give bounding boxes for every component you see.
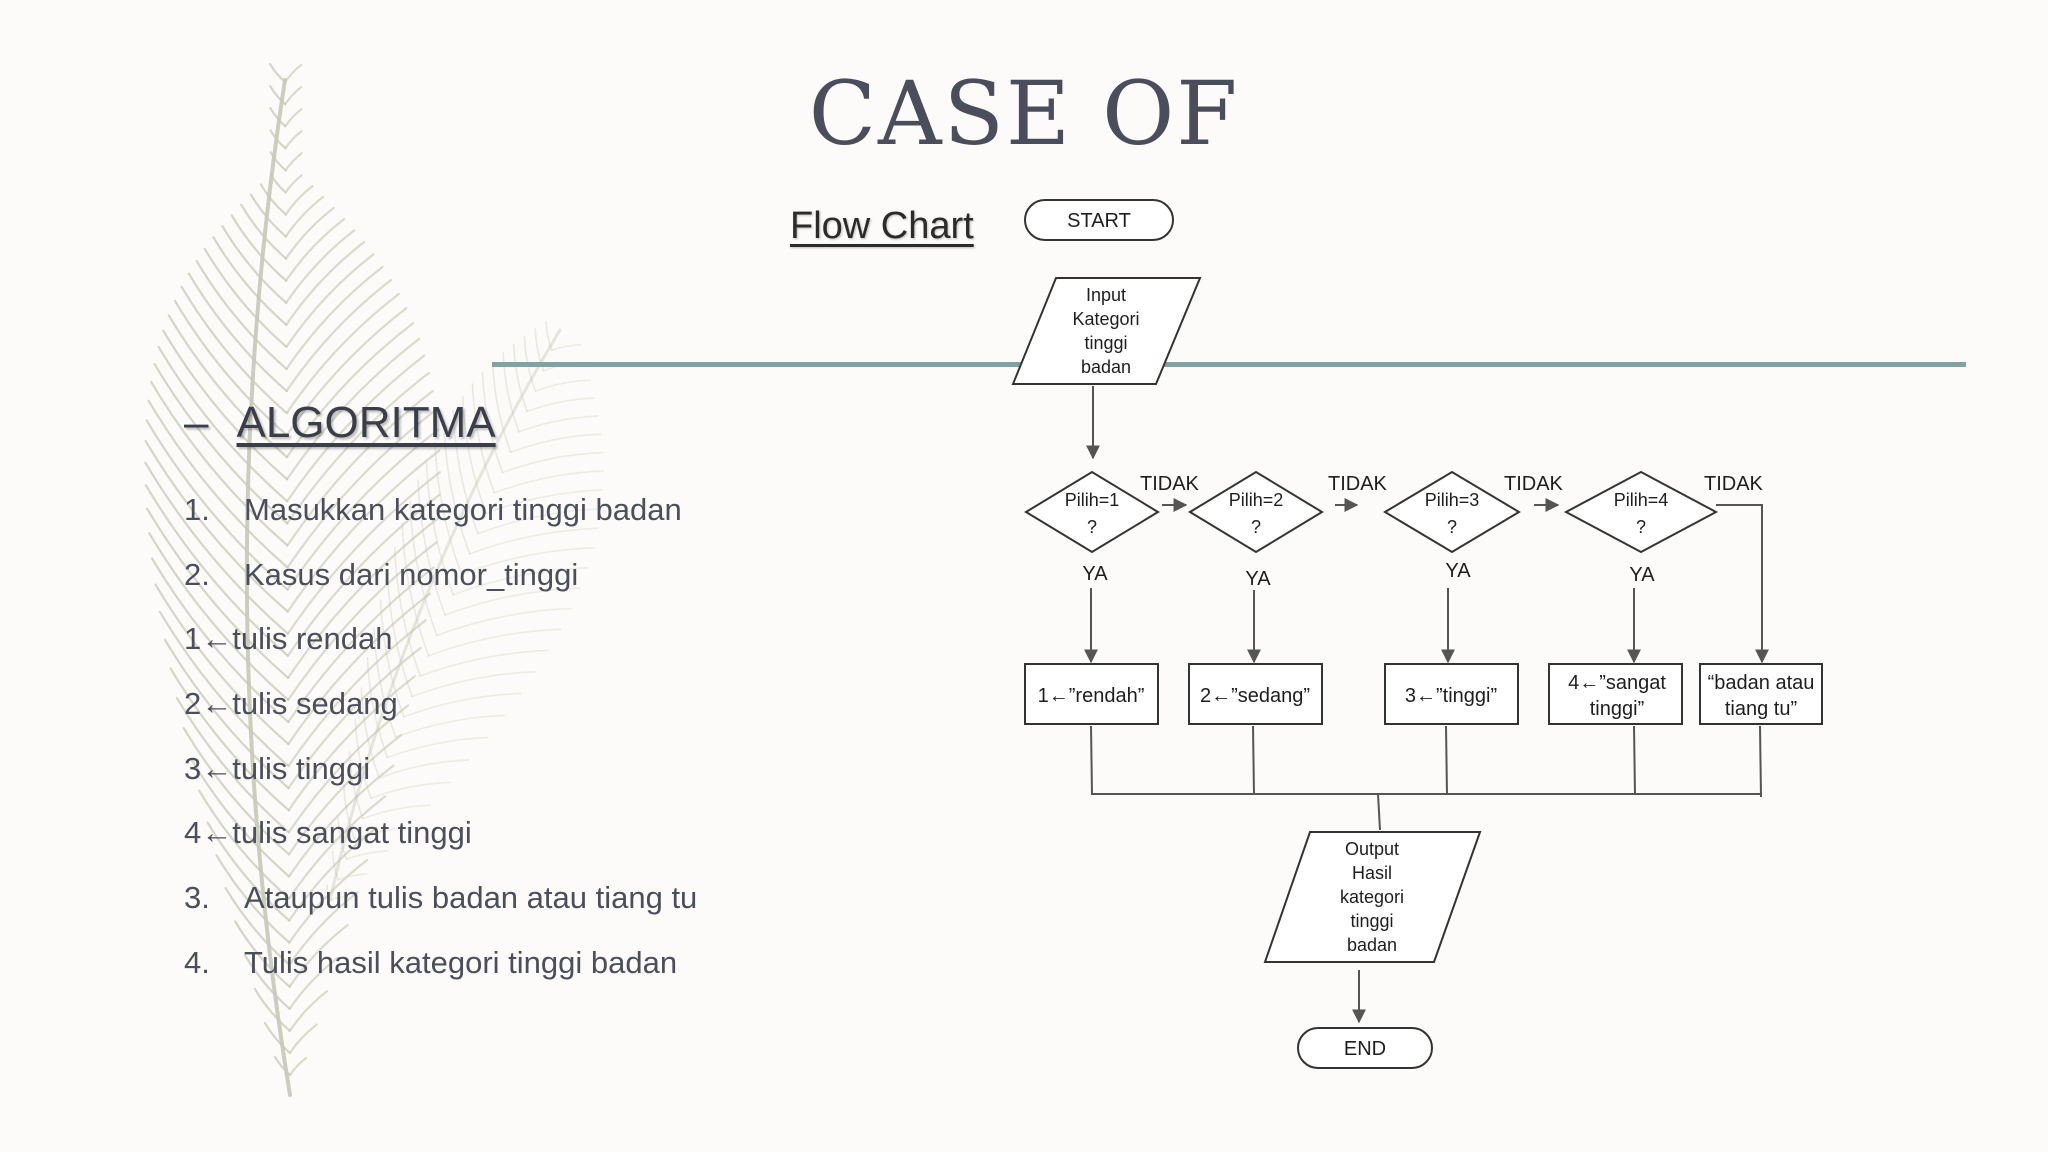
- result-box-3: [1384, 663, 1519, 725]
- algorithm-list: 1. Masukkan kategori tinggi badan 2. Kasus…: [184, 478, 697, 996]
- result-4-line-2: tinggi”: [1590, 698, 1644, 720]
- result-1-text: 1←”rendah”: [1038, 685, 1145, 707]
- heading-text: ALGORITMA: [236, 398, 496, 447]
- flowchart-subtitle: Flow Chart: [790, 205, 974, 247]
- step-text: Masukkan kategori tinggi badan: [244, 492, 682, 527]
- heading-dash: –: [184, 398, 209, 447]
- no-label-3: TIDAK: [1504, 473, 1564, 495]
- decision-3-line-2: ?: [1447, 517, 1457, 537]
- no-label-4: TIDAK: [1704, 473, 1764, 495]
- result-box-2: [1188, 663, 1323, 725]
- output-line-1: Output: [1345, 839, 1399, 859]
- result-else-line-1: “badan atau: [1708, 672, 1815, 694]
- step-text: 2←tulis sedang: [184, 686, 398, 722]
- decision-1-line-1: Pilih=1: [1065, 490, 1120, 510]
- end-terminal: [1297, 1027, 1433, 1069]
- result-box-4: [1548, 663, 1683, 725]
- input-parallelogram: [1011, 277, 1202, 385]
- step-number: 1.: [184, 492, 210, 527]
- decision-2: [1188, 470, 1324, 554]
- step-text: 1←tulis rendah: [184, 621, 393, 657]
- result-box-1: [1024, 663, 1159, 725]
- no-label-1: TIDAK: [1140, 473, 1200, 495]
- result-3-text: 3←”tinggi”: [1405, 685, 1497, 707]
- case-3: 3←tulis tinggi: [184, 737, 697, 802]
- output-line-2: Hasil: [1352, 863, 1392, 883]
- decision-1-line-2: ?: [1087, 517, 1097, 537]
- yes-label-3: YA: [1445, 560, 1471, 582]
- step-1: 1. Masukkan kategori tinggi badan: [184, 478, 697, 543]
- divider-line: [492, 362, 1966, 367]
- yes-label-2: YA: [1245, 568, 1271, 590]
- step-number: 2.: [184, 556, 210, 592]
- input-line-2: Kategori: [1072, 309, 1139, 329]
- result-2-text: 2←”sedang”: [1200, 685, 1310, 707]
- result-box-else: [1699, 663, 1823, 725]
- algorithm-heading: –ALGORITMA: [184, 398, 496, 448]
- step-4: 4. Tulis hasil kategori tinggi badan: [184, 931, 697, 996]
- decision-2-line-1: Pilih=2: [1229, 490, 1284, 510]
- end-label: END: [1344, 1038, 1386, 1060]
- output-line-5: badan: [1347, 935, 1397, 955]
- output-parallelogram: [1263, 831, 1482, 963]
- output-line-3: kategori: [1340, 887, 1404, 907]
- step-number: 3.: [184, 880, 210, 916]
- step-2: 2. Kasus dari nomor_tinggi: [184, 543, 697, 608]
- decision-4-line-1: Pilih=4: [1614, 490, 1669, 510]
- case-1: 1←tulis rendah: [184, 607, 697, 672]
- merge-connector: [1090, 725, 1762, 831]
- decision-4-line-2: ?: [1636, 517, 1646, 537]
- input-line-3: tinggi: [1084, 333, 1127, 353]
- case-2: 2←tulis sedang: [184, 672, 697, 737]
- step-text: 3←tulis tinggi: [184, 750, 371, 786]
- step-text: 4←tulis sangat tinggi: [184, 815, 472, 851]
- step-text: Ataupun tulis badan atau tiang tu: [244, 880, 698, 916]
- no-label-2: TIDAK: [1328, 473, 1388, 495]
- case-4: 4←tulis sangat tinggi: [184, 801, 697, 866]
- step-number: 4.: [184, 944, 210, 980]
- step-text: Tulis hasil kategori tinggi badan: [244, 944, 678, 980]
- decision-2-line-2: ?: [1251, 517, 1261, 537]
- slide-title: CASE OF: [808, 62, 1240, 165]
- input-line-4: badan: [1081, 357, 1131, 377]
- start-label: START: [1067, 210, 1131, 232]
- input-line-1: Input: [1086, 285, 1126, 305]
- yes-label-1: YA: [1082, 563, 1108, 585]
- start-terminal: [1024, 199, 1174, 241]
- yes-label-4: YA: [1629, 564, 1655, 586]
- decision-4: [1563, 470, 1719, 554]
- result-else-line-2: tiang tu”: [1725, 698, 1797, 720]
- result-4-line-1: 4←”sangat: [1568, 672, 1666, 694]
- decision-3: [1383, 470, 1521, 554]
- arrow-d4-to-else: [1716, 504, 1769, 664]
- decision-1: [1024, 470, 1160, 554]
- output-line-4: tinggi: [1350, 911, 1393, 931]
- step-text: Kasus dari nomor_tinggi: [244, 556, 579, 592]
- step-3: 3. Ataupun tulis badan atau tiang tu: [184, 866, 697, 931]
- decision-3-line-1: Pilih=3: [1425, 490, 1480, 510]
